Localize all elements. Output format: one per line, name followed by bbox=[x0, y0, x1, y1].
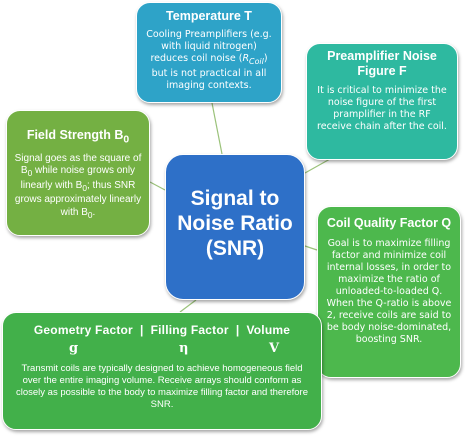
temperature-box: Temperature T Cooling Preamplifiers (e.g… bbox=[136, 2, 282, 103]
geometry-title: Geometry Factor | Filling Factor | Volum… bbox=[33, 323, 291, 337]
snr-title: Signal to Noise Ratio (SNR) bbox=[177, 187, 293, 260]
connector-field-strength bbox=[149, 181, 166, 191]
field-strength-box: Field Strength B0 Signal goes as the squ… bbox=[6, 110, 150, 236]
symbol-g: g bbox=[69, 341, 79, 356]
connector-preamp-noise bbox=[304, 158, 331, 174]
temperature-text: Cooling Preamplifiers (e.g. with liquid … bbox=[146, 29, 272, 91]
symbol-v: V bbox=[269, 341, 280, 356]
connector-geometry bbox=[179, 299, 197, 313]
field-strength-title: Field Strength B0 bbox=[26, 128, 130, 146]
geometry-symbols: g η V bbox=[3, 341, 321, 359]
geometry-text: Transmit coils are typically designed to… bbox=[15, 363, 308, 410]
connector-coil-quality bbox=[304, 245, 318, 251]
field-strength-text: Signal goes as the square of B0 while no… bbox=[14, 152, 142, 220]
coil-quality-text: Goal is to maximize filling factor and m… bbox=[326, 238, 452, 345]
geometry-box: Geometry Factor | Filling Factor | Volum… bbox=[2, 312, 322, 430]
preamp-noise-title: Preamplifier Noise Figure F bbox=[327, 49, 437, 78]
coil-quality-box: Coil Quality Factor Q Goal is to maximiz… bbox=[317, 206, 461, 378]
symbol-eta: η bbox=[179, 341, 189, 356]
preamp-noise-box: Preamplifier Noise Figure F It is critic… bbox=[306, 43, 458, 160]
temperature-title: Temperature T bbox=[166, 9, 252, 23]
preamp-noise-text: It is critical to minimize the noise fig… bbox=[317, 85, 447, 132]
coil-quality-title: Coil Quality Factor Q bbox=[326, 216, 452, 230]
snr-center-box: Signal to Noise Ratio (SNR) bbox=[165, 154, 305, 300]
connector-temperature bbox=[211, 102, 223, 155]
